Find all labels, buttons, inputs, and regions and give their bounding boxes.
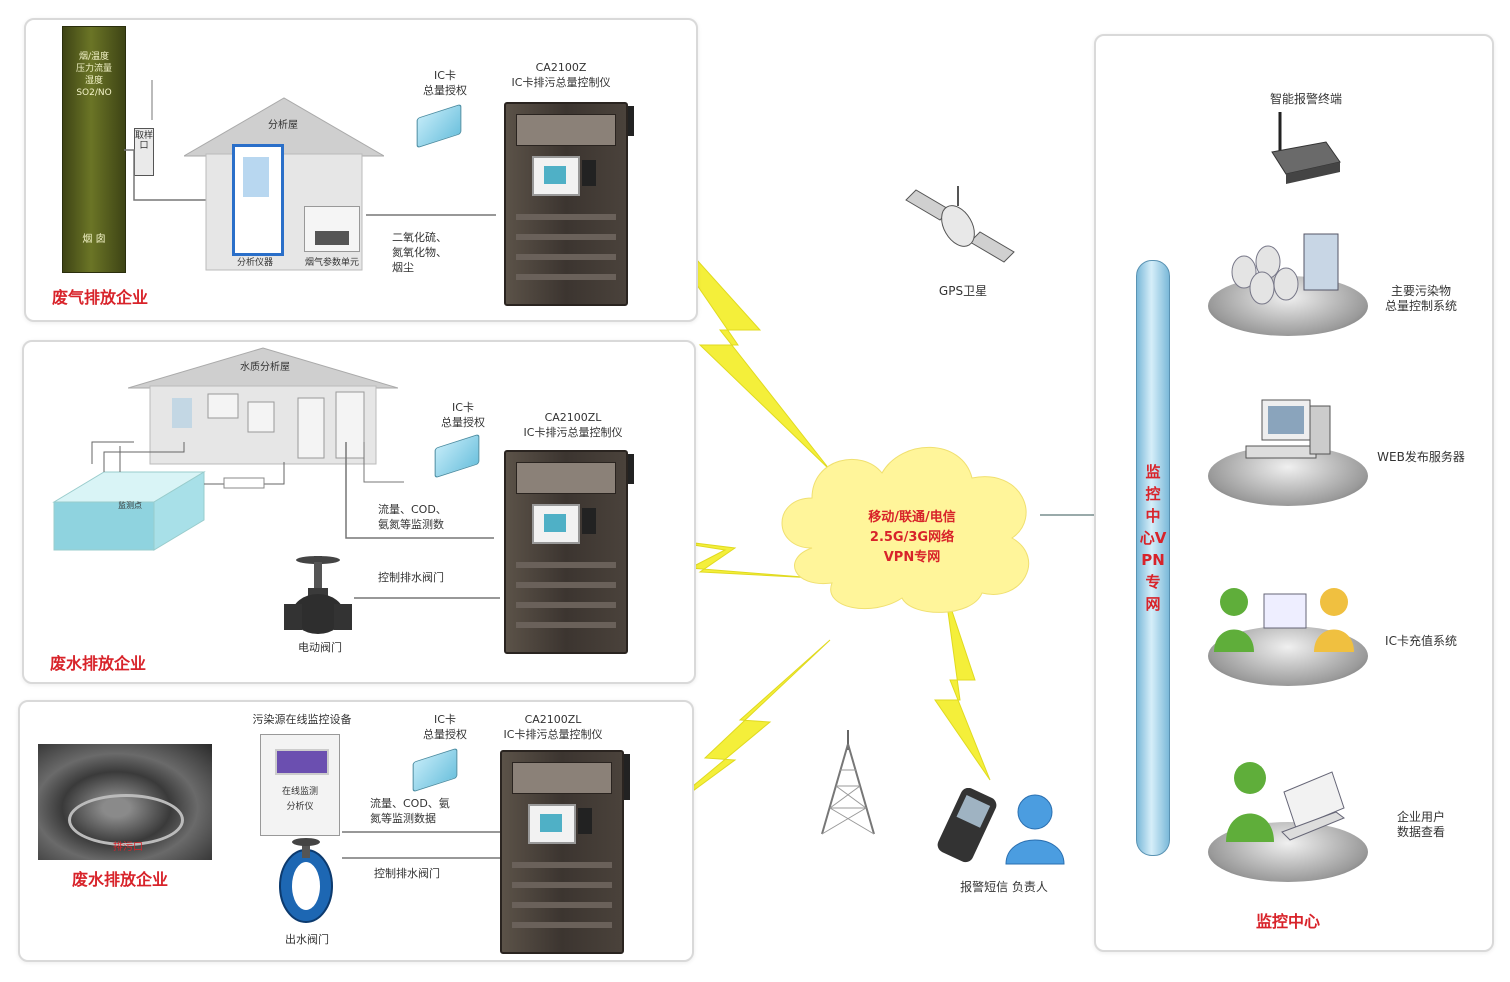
water-analysis-house [128, 347, 398, 465]
water1-control-cabinet [504, 450, 628, 654]
responsible-person-icon [1005, 794, 1065, 865]
vpn-tube: 监控中心VPN专网 [1136, 260, 1170, 856]
device-text: 在线监测 分析仪 [281, 787, 318, 812]
online-monitor-device: 在线监测 分析仪 [260, 734, 340, 836]
vpn-label: 监控中心VPN专网 [1139, 463, 1167, 613]
tower-icon [821, 730, 875, 835]
ic-card-icon [412, 747, 458, 793]
water2-pollutants: 流量、COD、氨 氮等监测数据 [370, 797, 450, 825]
chimney-text: 烟/温度 压力流量 湿度 SO2/NO [75, 52, 112, 98]
ic-card-icon [416, 103, 462, 149]
sample-port-label: 取样口 [135, 131, 154, 151]
water1-valve-ctrl: 控制排水阀门 [378, 571, 444, 584]
gas-card-label: IC卡 总量授权 [423, 69, 467, 97]
gas-cabinet-title: CA2100Z IC卡排污总量控制仪 [511, 61, 611, 89]
water2-device-title: 污染源在线监控设备 [252, 713, 352, 726]
router-label: 智能报警终端 [1269, 92, 1342, 106]
analyzer-label: 分析仪器 [236, 258, 273, 268]
water2-control-cabinet [500, 750, 624, 954]
lightning-bolt-4 [934, 589, 991, 781]
water1-card-label: IC卡 总量授权 [441, 401, 485, 429]
gas-enterprise-label: 废气排放企业 [52, 288, 149, 307]
chimney: 烟/温度 压力流量 湿度 SO2/NO 烟 囱 [62, 26, 126, 273]
outfall-photo: 排污口 [38, 744, 212, 860]
system-item-4: 企业用户 数据查看 [1396, 810, 1445, 839]
router-icon [1271, 112, 1341, 184]
house-title: 分析屋 [268, 120, 298, 131]
ic-recharge-icon [1214, 588, 1354, 652]
cloud-text: 移动/联通/电信 2.5G/3G网络 VPN专网 [868, 510, 956, 565]
valve-icon [284, 556, 352, 634]
water2-cabinet-title: CA2100ZL IC卡排污总量控制仪 [503, 713, 603, 741]
water1-cabinet-title: CA2100ZL IC卡排污总量控制仪 [523, 411, 623, 439]
pool-tag: 监测点 [118, 501, 142, 510]
water-enterprise-panel-2: 排污口 废水排放企业 污染源在线监控设备 在线监测 分析仪 出水阀门 流量、CO… [18, 700, 694, 962]
photo-caption: 排污口 [113, 842, 143, 853]
butterfly-valve-icon [279, 838, 333, 923]
water-house-title: 水质分析屋 [240, 362, 290, 373]
phone-label: 报警短信 负责人 [960, 880, 1048, 894]
water-pool [52, 441, 285, 551]
system-item-1: 主要污染物 总量控制系统 [1384, 284, 1457, 313]
water-enterprise-panel-1: 水质分析屋 监测点 流量、COD、 氨氮等监测数 控制排水阀门 电动阀门 IC卡… [22, 340, 696, 684]
analyzer-cabinet [232, 144, 284, 256]
water2-enterprise-label: 废水排放企业 [72, 870, 169, 889]
mobile-phone-icon [937, 788, 997, 863]
gas-control-cabinet [504, 102, 628, 306]
satellite-icon [905, 186, 1015, 263]
water2-card-label: IC卡 总量授权 [423, 713, 467, 741]
water1-pollutants: 流量、COD、 氨氮等监测数 [378, 503, 447, 531]
gas-pollutants: 二氧化硫、 氮氧化物、 烟尘 [392, 231, 447, 274]
flow-unit [304, 206, 360, 252]
gas-enterprise-panel: 烟/温度 压力流量 湿度 SO2/NO 烟 囱 取样口 分析屋 分析仪器 烟气参… [24, 18, 698, 322]
water2-valve-label: 出水阀门 [285, 933, 329, 946]
web-server-icon [1245, 399, 1331, 459]
monitor-center-title: 监控中心 [1256, 912, 1321, 931]
system-item-3: IC卡充值系统 [1385, 634, 1457, 648]
monitor-center-panel: 监控中心VPN专网 智能报警终端 主要污染物 总量控制系统 WEB发布服务器 I… [1094, 34, 1494, 952]
system-item-2: WEB发布服务器 [1377, 450, 1465, 464]
enterprise-user-icon [1226, 762, 1346, 842]
gps-label: GPS卫星 [938, 284, 988, 298]
network-cloud [781, 446, 1030, 613]
water1-enterprise-label: 废水排放企业 [50, 654, 147, 673]
flow-unit-label: 烟气参数单元 [304, 258, 359, 268]
water1-valve-label: 电动阀门 [298, 641, 342, 654]
chimney-bottom-text: 烟 囱 [82, 234, 106, 245]
water2-valve-ctrl: 控制排水阀门 [374, 867, 440, 880]
server-cluster-icon [1231, 233, 1339, 305]
